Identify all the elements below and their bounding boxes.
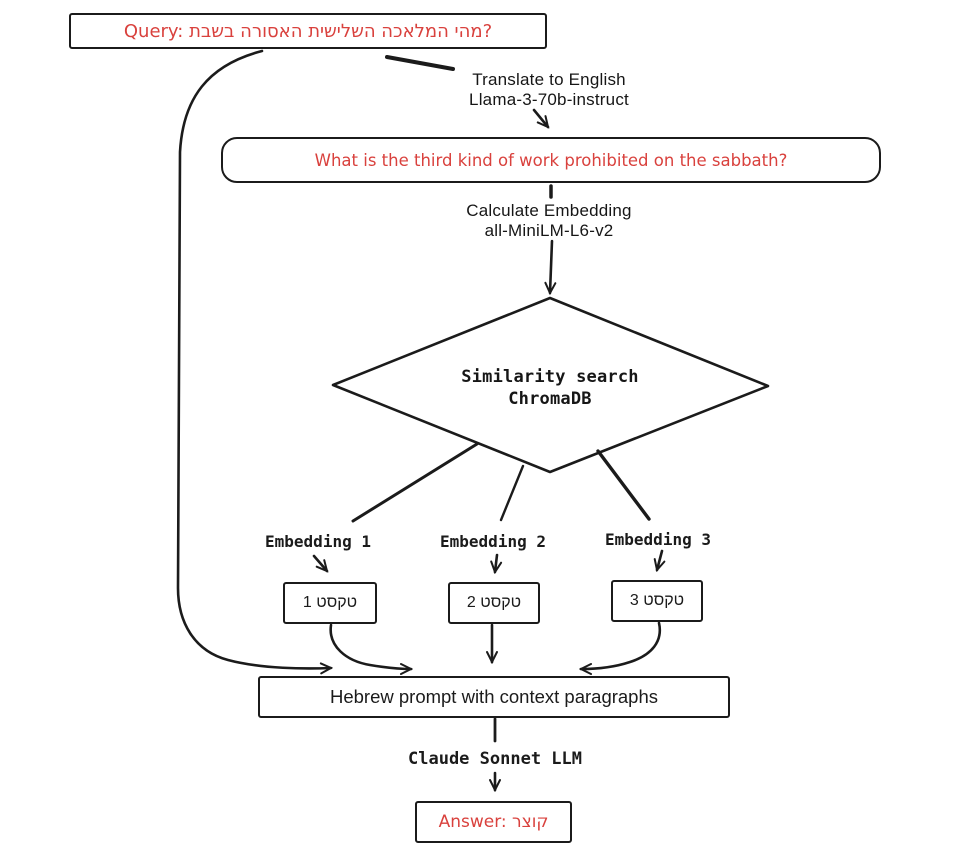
embedding-step-label: Calculate Embedding all-MiniLM-L6-v2 [439, 201, 659, 241]
text-box-1-text: טקסט 1 [302, 594, 358, 611]
connector-embedding3-to-textbox3 [657, 549, 662, 570]
similarity-diamond-label: Similarity search ChromaDB [430, 366, 670, 410]
english-query-box: What is the third kind of work prohibite… [221, 137, 881, 183]
connector-textbox3-to-prompt [581, 621, 662, 669]
connector-diamond-to-embedding3 [596, 449, 651, 521]
query-text: Query: מהי המלאכה השלישית האסורה בשבת? [123, 20, 493, 42]
connector-embedding-to-diamond-arrow [550, 239, 552, 293]
connector-diamond-to-embedding2 [499, 464, 525, 522]
query-box: Query: מהי המלאכה השלישית האסורה בשבת? [69, 13, 547, 49]
connector-query-to-english-arrow [532, 108, 548, 127]
connector-embedding1-to-textbox1 [312, 554, 327, 571]
similarity-search-line1: Similarity search [461, 367, 639, 387]
embedding-1-label: Embedding 1 [265, 532, 371, 551]
connector-embedding2-to-textbox2 [495, 553, 497, 572]
llm-step-label: Claude Sonnet LLM [408, 749, 582, 769]
translate-step-line2: Llama-3-70b-instruct [469, 90, 629, 110]
translate-step-label: Translate to English Llama-3-70b-instruc… [439, 70, 659, 110]
connector-query-to-prompt-curve [176, 49, 331, 668]
answer-box: Answer: קוצר [415, 801, 572, 843]
english-query-text: What is the third kind of work prohibite… [314, 150, 788, 170]
text-box-3: טקסט 3 [611, 580, 703, 622]
translate-step-line1: Translate to English [472, 70, 626, 89]
answer-text: Answer: קוצר [438, 812, 549, 832]
embedding-step-line2: all-MiniLM-L6-v2 [484, 221, 614, 241]
hebrew-prompt-box: Hebrew prompt with context paragraphs [258, 676, 730, 718]
text-box-3-text: טקסט 3 [629, 592, 685, 609]
text-box-2: טקסט 2 [448, 582, 540, 624]
connector-query-to-english-segment [385, 55, 455, 71]
embedding-2-label: Embedding 2 [440, 532, 546, 551]
similarity-diamond-shape [331, 296, 770, 474]
text-box-2-text: טקסט 2 [466, 594, 522, 611]
text-box-1: טקסט 1 [283, 582, 377, 624]
connector-diamond-to-embedding1 [351, 442, 479, 523]
embedding-step-line1: Calculate Embedding [466, 201, 632, 220]
similarity-search-line2: ChromaDB [508, 389, 592, 409]
hebrew-prompt-text: Hebrew prompt with context paragraphs [329, 686, 659, 707]
connector-textbox1-to-prompt [329, 623, 411, 669]
embedding-3-label: Embedding 3 [605, 530, 711, 549]
